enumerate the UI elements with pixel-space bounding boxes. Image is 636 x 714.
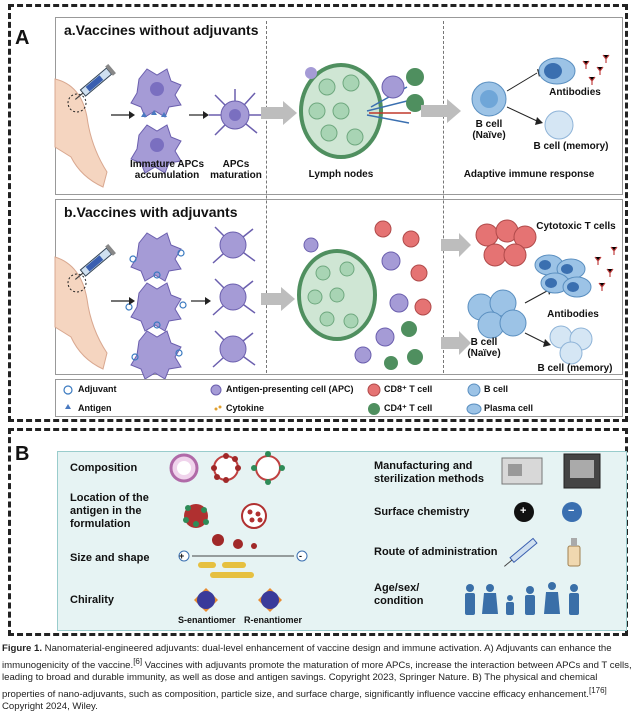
legend-bcell: B cell [484, 384, 509, 394]
figure-caption: Figure 1. Nanomaterial-engineered adjuva… [2, 643, 632, 714]
label-bcell-memory-a: B cell (memory) [533, 141, 609, 152]
caption-label: Figure 1. [2, 643, 42, 654]
label-cytotoxic: Cytotoxic T cells [536, 221, 616, 232]
caption-part3: Copyright 2024, Wiley. [2, 701, 98, 713]
label-r-enantiomer: R-enantiomer [244, 615, 303, 625]
prop-surface: Surface chemistry [374, 506, 470, 518]
legend: Adjuvant Antigen Antigen-presenting cell… [55, 379, 623, 417]
row-b-illustration [54, 219, 618, 380]
prop-location: Location of the antigen in the formulati… [70, 492, 149, 530]
row-a-title: a.Vaccines without adjuvants [64, 22, 259, 38]
legend-cd8: CD8⁺ T cell [384, 384, 433, 394]
prop-chirality: Chirality [70, 594, 115, 606]
legend-cd4: CD4⁺ T cell [384, 403, 433, 413]
size-plus: + [179, 551, 185, 561]
panel-a-letter: A [15, 27, 30, 49]
divider-2 [443, 21, 444, 373]
label-bcell-naive-b: B cell (Naïve) [467, 337, 501, 359]
legend-antigen: Antigen [78, 403, 112, 413]
size-minus: - [299, 551, 302, 561]
legend-symbols [63, 383, 482, 415]
caption-part1: Nanomaterial-engineered adjuvants: dual-… [2, 643, 612, 671]
label-adaptive: Adaptive immune response [463, 169, 595, 180]
legend-apc: Antigen-presenting cell (APC) [226, 384, 354, 394]
label-maturation: APCs maturation [210, 159, 262, 181]
properties-box: Composition Location of the antigen in t… [57, 451, 627, 631]
label-antibodies-b: Antibodies [547, 309, 599, 320]
prop-route: Route of administration [374, 546, 498, 558]
legend-adjuvant: Adjuvant [78, 384, 117, 394]
prop-size-shape: Size and shape [70, 552, 150, 564]
legend-cytokine: Cytokine [226, 403, 265, 413]
label-immature: Immature APCs accumulation [129, 159, 205, 181]
label-bcell-memory-b: B cell (memory) [537, 363, 613, 374]
caption-part2: Vaccines with adjuvants promote the matu… [2, 659, 632, 700]
surface-minus: − [568, 505, 575, 517]
caption-ref2: [176] [588, 685, 607, 695]
panel-b: B Composition Location of the antigen in… [8, 428, 628, 636]
divider-1 [266, 21, 267, 373]
prop-composition: Composition [70, 462, 138, 474]
surface-plus: + [520, 505, 527, 517]
properties-illustrations [169, 451, 601, 615]
label-bcell-naive-a: B cell (Naïve) [472, 119, 506, 141]
prop-age: Age/sex/ condition [374, 582, 424, 607]
row-b-title: b.Vaccines with adjuvants [64, 204, 238, 220]
row-a-illustration [54, 54, 610, 188]
label-antibodies-a: Antibodies [549, 87, 601, 98]
prop-manufacturing: Manufacturing and sterilization methods [374, 460, 485, 485]
label-lymph: Lymph nodes [308, 169, 374, 180]
legend-plasma: Plasma cell [484, 403, 534, 413]
panel-b-letter: B [15, 443, 30, 465]
caption-ref1: [6] [133, 656, 143, 666]
panel-a: A a.Vaccines without adjuvants b.Vaccine… [8, 4, 628, 422]
label-s-enantiomer: S-enantiomer [178, 615, 236, 625]
